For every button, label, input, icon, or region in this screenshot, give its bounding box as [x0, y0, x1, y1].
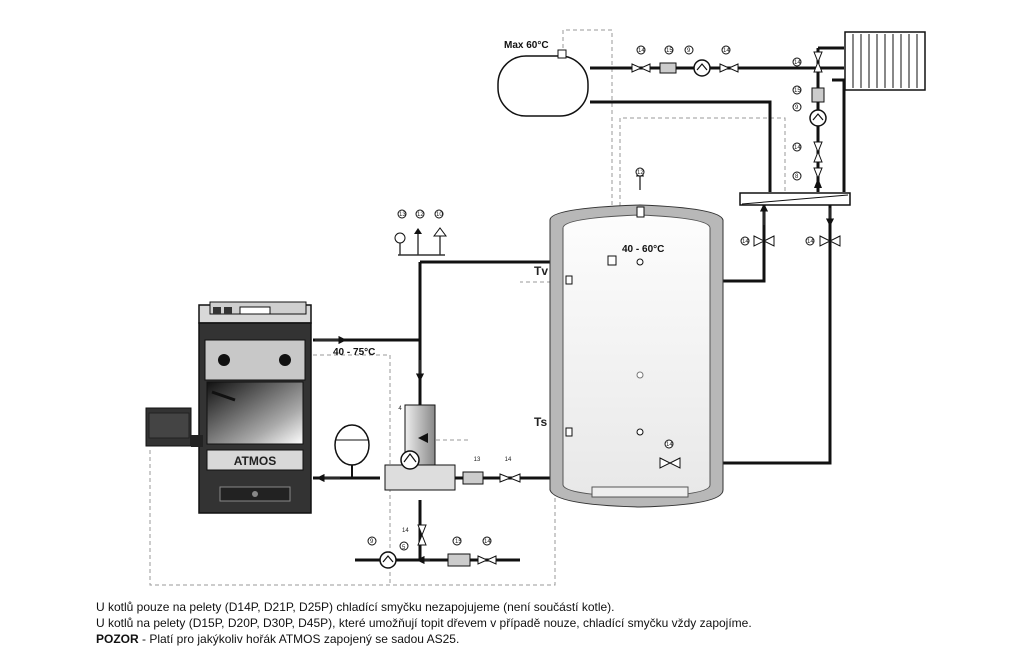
ts-sensor-label: Ts	[534, 415, 547, 429]
label-14h: 14	[723, 48, 730, 54]
label-15b: 15	[455, 539, 462, 545]
tank-return-valve: 14	[659, 439, 681, 469]
label-8: 8	[795, 174, 799, 180]
label-9a: 9	[795, 105, 799, 111]
label-14f: 14	[666, 442, 673, 448]
boiler-brand-label: ATMOS	[234, 454, 276, 468]
label-14j: 14	[794, 145, 801, 151]
riser-fittings: 13 12 10	[394, 209, 447, 256]
note-warning: POZOR - Platí pro jakýkoliv hořák ATMOS …	[96, 631, 459, 647]
dashed-cooling-lines	[149, 29, 786, 586]
label-13a: 13	[399, 212, 406, 218]
boiler-unit: ATMOS	[198, 301, 312, 514]
label-15a: 15	[794, 88, 801, 94]
label-10: 10	[436, 212, 443, 218]
tv-sensor-label: Tv	[534, 264, 548, 278]
label-14c: 14	[505, 457, 512, 463]
label-12b: 12	[637, 170, 644, 176]
label-14g: 14	[638, 48, 645, 54]
label-13b: 13	[474, 457, 481, 463]
label-14a: 14	[742, 239, 749, 245]
tank-in-temp-label: 40 - 60°C	[622, 244, 664, 255]
pellet-burner	[145, 407, 203, 447]
warning-text: - Platí pro jakýkoliv hořák ATMOS zapoje…	[138, 632, 460, 646]
mixing-unit: 4	[384, 404, 456, 491]
label-4: 4	[398, 406, 402, 412]
note-pellet-wood: U kotlů na pelety (D15P, D20P, D30P, D45…	[96, 616, 752, 630]
lower-right-valves: 14 14	[740, 235, 841, 247]
label-14i: 14	[794, 60, 801, 66]
boiler-out-temp-label: 40 - 75°C	[333, 347, 375, 358]
storage-tank: 12	[549, 167, 724, 508]
max-temp-label: Max 60°C	[504, 40, 549, 51]
expansion-vessel	[334, 424, 370, 478]
label-14d: 14	[402, 528, 409, 534]
label-14e: 14	[484, 539, 491, 545]
water-heater	[497, 49, 589, 117]
lower-fittings: 13 14 14 5 9 15 14	[367, 457, 521, 569]
label-5: 5	[402, 545, 406, 551]
top-fittings: 14 15 9 14	[631, 45, 739, 77]
label-14b: 14	[807, 239, 814, 245]
radiator	[844, 31, 926, 91]
label-15c: 15	[666, 48, 673, 54]
hydraulic-separator	[739, 192, 851, 206]
label-9b: 9	[370, 539, 374, 545]
heating-system-diagram: ATMOS 4 13 14 14 5 9	[145, 29, 926, 586]
note-pellet-only: U kotlů pouze na pelety (D14P, D21P, D25…	[96, 600, 615, 614]
label-9c: 9	[687, 48, 691, 54]
warning-label: POZOR	[96, 632, 139, 646]
right-fittings: 14 15 9 14 8	[792, 51, 827, 188]
label-12a: 12	[417, 212, 424, 218]
